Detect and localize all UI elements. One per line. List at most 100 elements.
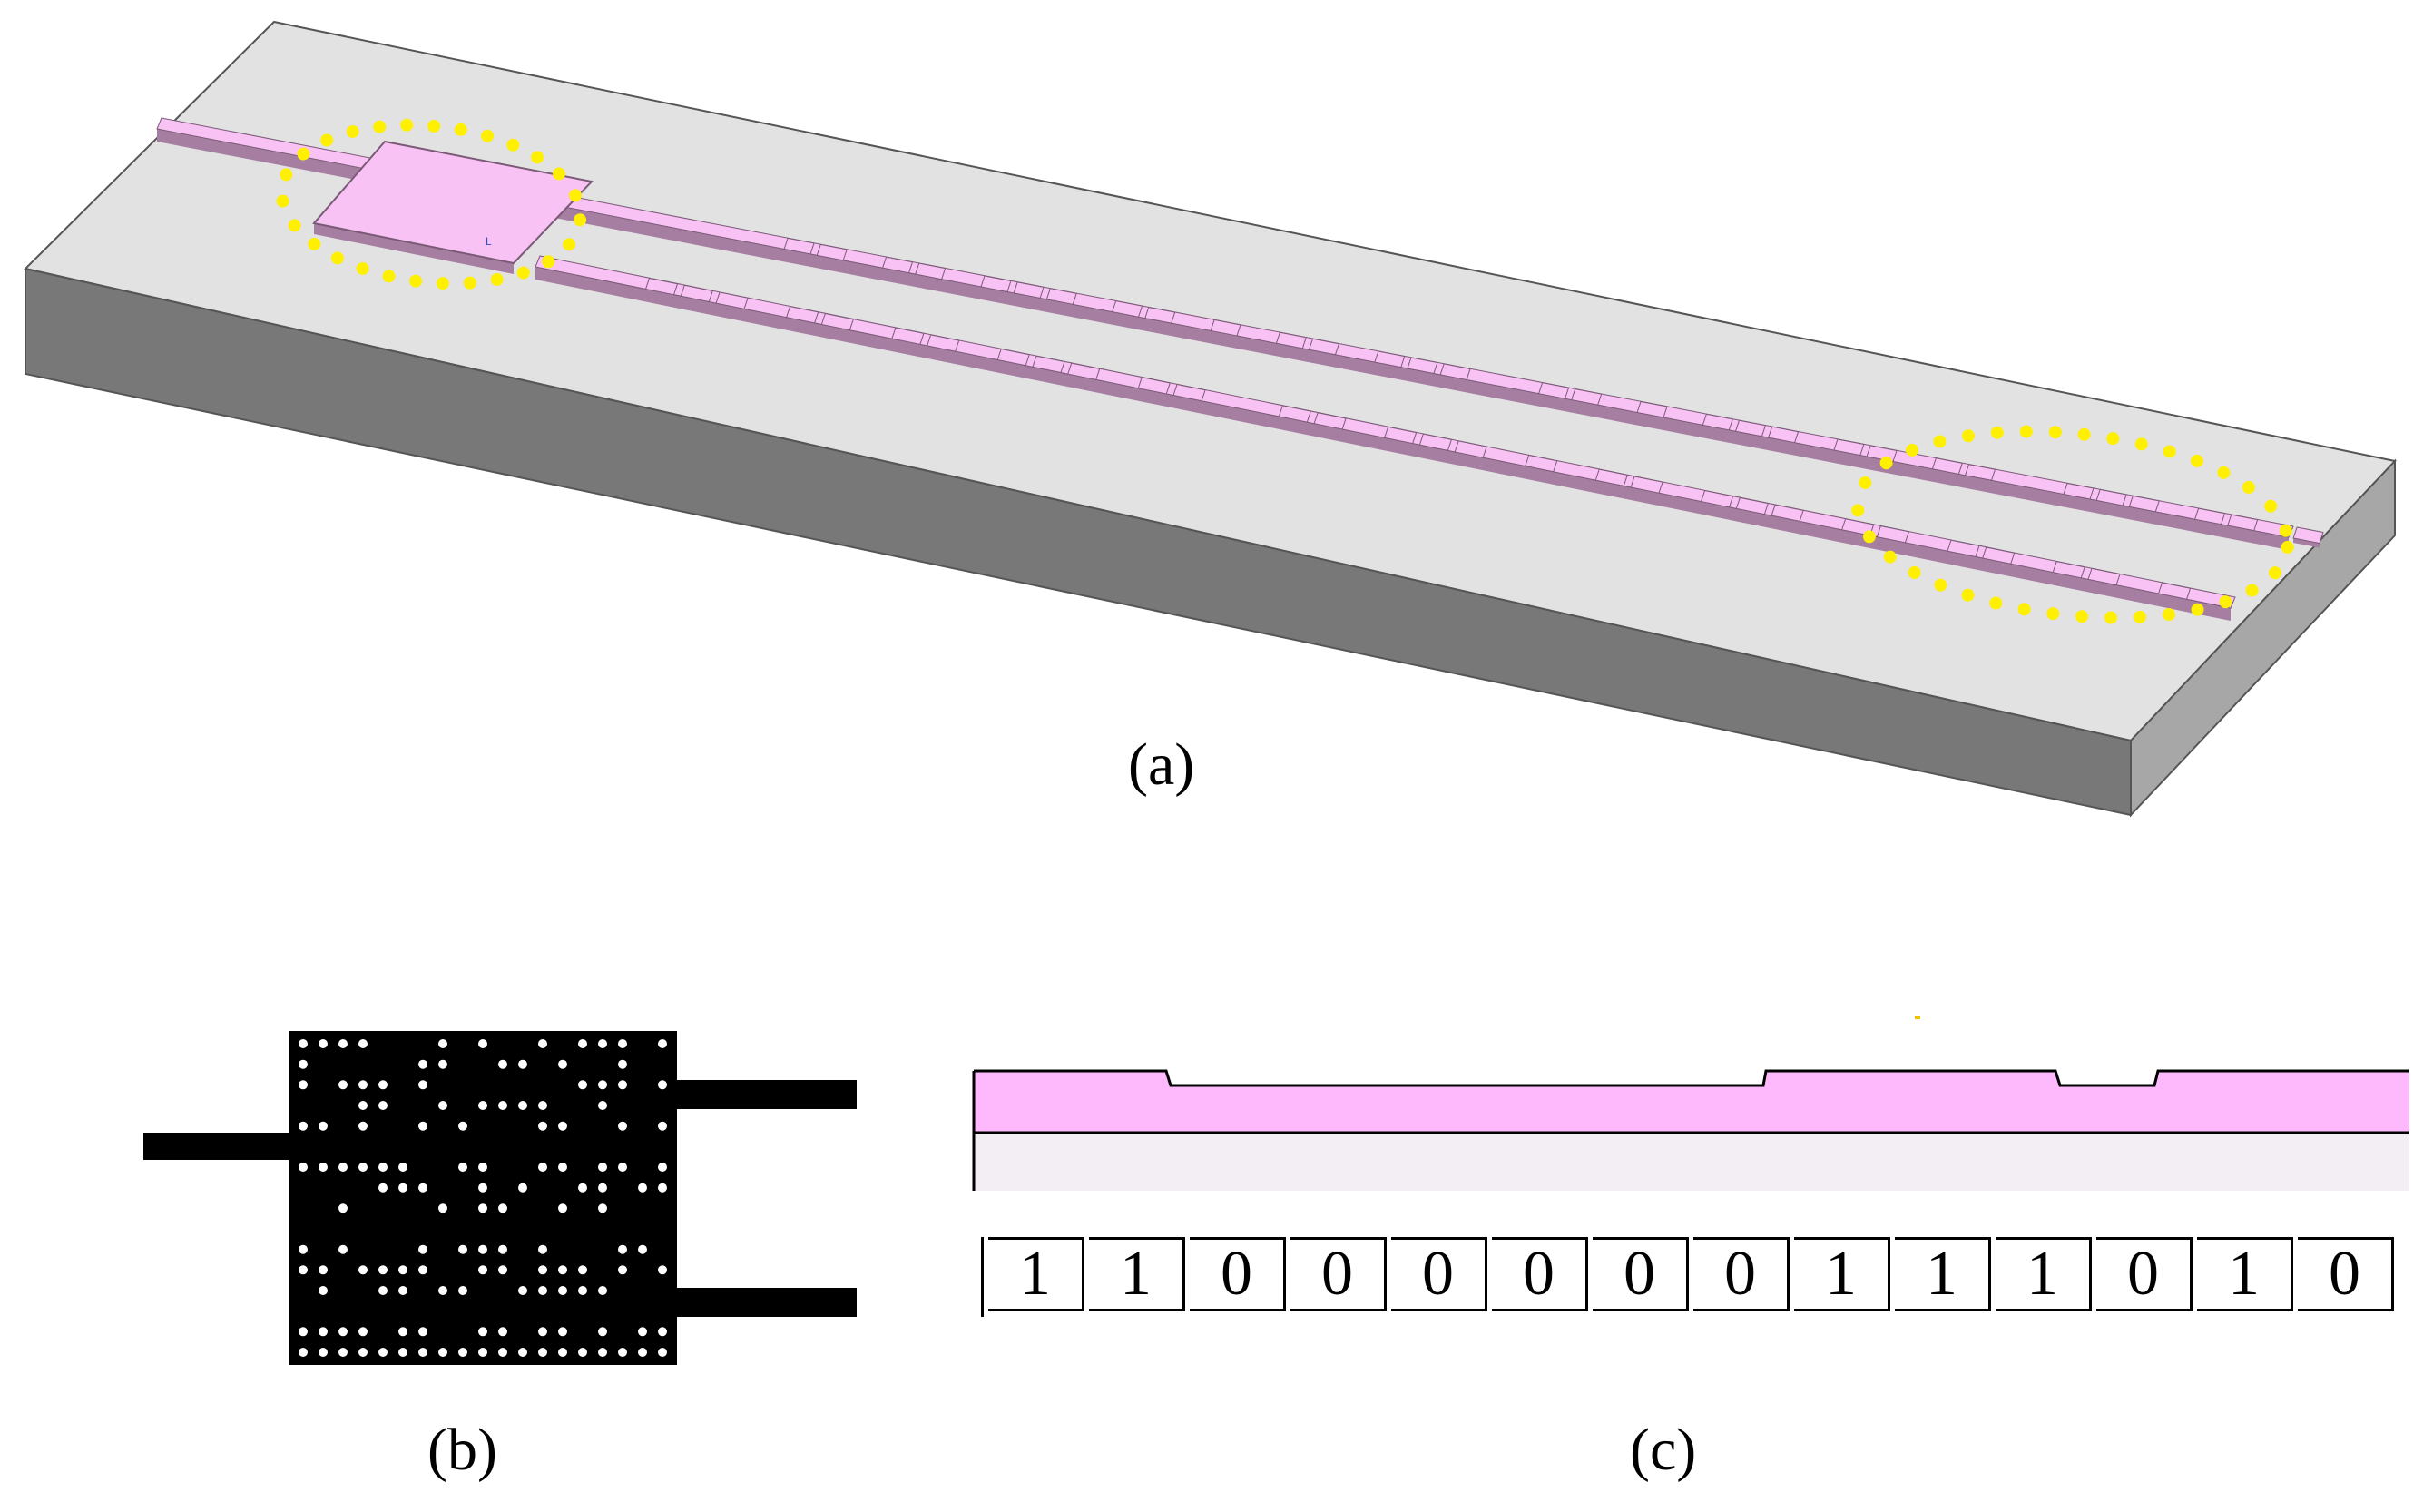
pattern-dot bbox=[418, 1183, 427, 1193]
pattern-dot bbox=[438, 1348, 447, 1357]
grating-tooth-side bbox=[927, 345, 956, 357]
pattern-dot bbox=[299, 1265, 308, 1275]
pattern-dot bbox=[478, 1348, 487, 1357]
pattern-dot bbox=[598, 1101, 607, 1110]
pattern-dot bbox=[498, 1348, 507, 1357]
pattern-dot bbox=[358, 1121, 368, 1131]
grating-tooth-side bbox=[784, 249, 811, 259]
grating-tooth-top bbox=[1636, 400, 1668, 418]
pattern-dot bbox=[478, 1183, 487, 1193]
pattern-dot bbox=[478, 1101, 487, 1110]
grating-tooth-side bbox=[2227, 525, 2254, 535]
grating-tooth-side bbox=[1771, 515, 1800, 526]
pattern-dot bbox=[478, 1203, 487, 1213]
pattern-dot bbox=[299, 1244, 308, 1254]
pattern-dot bbox=[319, 1039, 328, 1048]
pattern-dot bbox=[658, 1327, 667, 1337]
grating-tooth-side bbox=[2064, 494, 2090, 505]
grating-tooth-top bbox=[1383, 426, 1418, 445]
pattern-dot bbox=[338, 1203, 348, 1213]
pattern-dot bbox=[518, 1059, 527, 1069]
grating-tooth-side bbox=[1932, 468, 1959, 479]
grating-tooth-top bbox=[2052, 561, 2085, 579]
pattern-dot bbox=[518, 1183, 527, 1193]
grating-tooth-top bbox=[2193, 507, 2226, 525]
bit-cell: 1 bbox=[1794, 1237, 1890, 1311]
pattern-dot bbox=[538, 1244, 547, 1254]
pattern-dot bbox=[418, 1080, 427, 1090]
grating-tooth-top bbox=[1525, 454, 1558, 473]
cross-section-layer bbox=[974, 1071, 2409, 1133]
pattern-dot bbox=[358, 1080, 368, 1090]
substrate-side-face bbox=[2130, 458, 2396, 818]
grating-tooth-top bbox=[1418, 433, 1453, 451]
grating-tooth-side bbox=[1144, 318, 1172, 329]
pattern-dot bbox=[299, 1163, 308, 1172]
pattern-dot bbox=[438, 1101, 447, 1110]
pattern-dot bbox=[618, 1039, 627, 1048]
grating-tooth-top bbox=[1045, 288, 1077, 305]
pattern-dot bbox=[558, 1286, 567, 1295]
pattern-dot bbox=[319, 1121, 328, 1131]
pattern-dot bbox=[558, 1265, 567, 1275]
pattern-dot bbox=[638, 1327, 647, 1337]
pattern-dot bbox=[398, 1163, 407, 1172]
grating-tooth-side bbox=[1538, 393, 1565, 404]
pattern-dot bbox=[319, 1265, 328, 1275]
grating-tooth-top bbox=[1407, 357, 1438, 375]
pattern-dot bbox=[538, 1286, 547, 1295]
grating-tooth-top bbox=[1931, 457, 1963, 475]
bit-cell: 0 bbox=[1492, 1237, 1588, 1311]
grating-tooth-top bbox=[1734, 419, 1767, 437]
pattern-dot bbox=[398, 1348, 407, 1357]
grating-tooth-top bbox=[2292, 526, 2324, 545]
pattern-dot bbox=[438, 1286, 447, 1295]
bit-cell: 0 bbox=[2096, 1237, 2193, 1311]
pattern-dot bbox=[418, 1327, 427, 1337]
grating-tooth-top bbox=[816, 243, 848, 261]
pattern-dot bbox=[498, 1244, 507, 1254]
bit-cell: 0 bbox=[1693, 1237, 1790, 1311]
grating-tooth-side bbox=[1631, 486, 1660, 498]
pattern-dot bbox=[299, 1059, 308, 1069]
grating-tooth-top bbox=[1767, 426, 1800, 444]
grating-tooth-side bbox=[1276, 343, 1303, 353]
pattern-dot bbox=[498, 1265, 507, 1275]
grating-tooth-side bbox=[1571, 399, 1598, 410]
pattern-dot bbox=[638, 1183, 647, 1193]
upper-waveguide-side bbox=[157, 129, 2289, 550]
pattern-dot bbox=[598, 1327, 607, 1337]
grating-tooth-top bbox=[1833, 438, 1865, 457]
pattern-dot bbox=[578, 1039, 587, 1048]
grating-tooth-side bbox=[1112, 311, 1139, 322]
pattern-dot bbox=[658, 1039, 667, 1048]
grating-tooth-side bbox=[786, 317, 815, 328]
grating-tooth-side bbox=[891, 339, 920, 349]
pattern-dot bbox=[338, 1039, 348, 1048]
grating-tooth-side bbox=[997, 359, 1026, 370]
bit-cell: 0 bbox=[1593, 1237, 1689, 1311]
pattern-dot bbox=[518, 1286, 527, 1295]
pattern-dot bbox=[598, 1163, 607, 1172]
pattern-dot bbox=[578, 1080, 587, 1090]
pattern-dot bbox=[338, 1080, 348, 1090]
pattern-dot bbox=[299, 1080, 308, 1090]
bit-cell: 1 bbox=[1089, 1237, 1185, 1311]
grating-tooth-side bbox=[2194, 519, 2222, 529]
grating-tooth-top bbox=[1275, 331, 1307, 349]
pattern-dot bbox=[558, 1163, 567, 1172]
pattern-dot bbox=[398, 1327, 407, 1337]
caption-c: (c) bbox=[1630, 1417, 1697, 1483]
pattern-dot bbox=[558, 1121, 567, 1131]
lower-right-waveguide-arm bbox=[673, 1288, 857, 1317]
pattern-dot bbox=[378, 1080, 388, 1090]
grating-tooth-side bbox=[1736, 508, 1765, 519]
grating-tooth-top bbox=[644, 277, 679, 296]
pattern-dot bbox=[538, 1265, 547, 1275]
grating-tooth-top bbox=[1454, 440, 1487, 458]
pattern-dot bbox=[458, 1286, 467, 1295]
grating-tooth-side bbox=[1419, 445, 1448, 456]
pattern-dot bbox=[618, 1059, 627, 1069]
grating-tooth-side bbox=[981, 286, 1007, 297]
grating-tooth-top bbox=[1700, 489, 1734, 508]
